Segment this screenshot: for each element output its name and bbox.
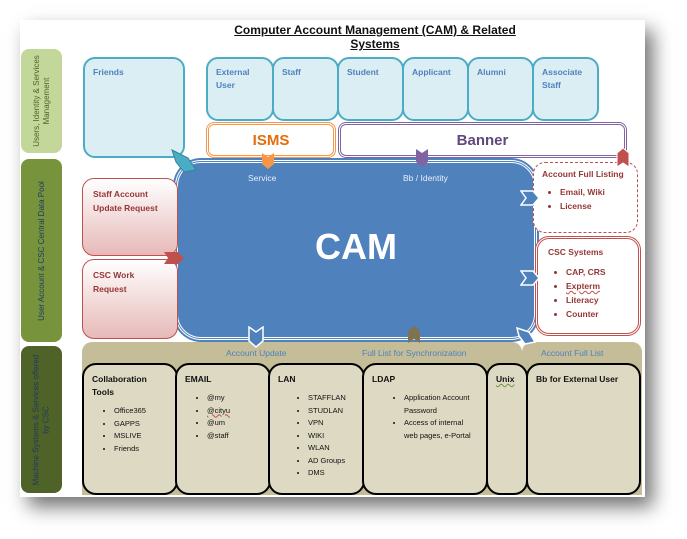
csc-work-request: CSC Work Request [82, 259, 178, 339]
user-applicant: Applicant [402, 57, 469, 121]
list-item: Access of internal web pages, e-Portal [404, 417, 474, 442]
banner-box: Banner [338, 122, 627, 158]
account-update-arrow-icon [248, 326, 264, 348]
list-item: STUDLAN [308, 405, 355, 418]
system-unix: Unix [486, 363, 528, 495]
full-list-sync-label: Full List for Synchronization [362, 348, 467, 358]
user-friends: Friends [83, 57, 185, 158]
cam-to-csc-arrow-icon [520, 270, 540, 286]
list-item: License [560, 199, 629, 213]
list-item: Application Account Password [404, 392, 474, 417]
request-label: Staff Account [93, 189, 148, 199]
friends-to-cam-arrow-icon [171, 149, 197, 173]
band-user-account-pool: User Account & CSC Central Data Pool [21, 159, 62, 342]
list-item: @staff [207, 430, 261, 443]
identity-label: Bb / Identity [403, 173, 448, 183]
band-label: by CSC [41, 405, 51, 434]
system-lan: LAN STAFFLAN STUDLAN VPN WIKI WLAN AD Gr… [268, 363, 365, 495]
list-item: WLAN [308, 442, 355, 455]
diagram-page: Computer Account Management (CAM) & Rela… [20, 20, 645, 497]
cam-to-full-list-arrow-icon [515, 326, 537, 345]
system-items: Application Account Password Access of i… [372, 392, 474, 442]
cam-label: CAM [315, 226, 397, 267]
cam-to-listing-arrow-icon [520, 190, 540, 206]
sync-up-arrow-icon [408, 326, 420, 343]
system-items: Office365 GAPPS MSLIVE Friends [92, 405, 168, 455]
user-alumni: Alumni [467, 57, 534, 121]
listing-up-arrow-icon [616, 148, 630, 168]
band-label: Machine Systems & Services offered [31, 354, 41, 485]
band-label: Management [41, 77, 51, 125]
list-item: @um [207, 417, 261, 430]
list-item: @my [207, 392, 261, 405]
band-label: User Account & CSC Central Data Pool [36, 180, 46, 321]
system-bb-external-user: Bb for External User [526, 363, 641, 495]
user-friends-label: Friends [93, 67, 124, 77]
user-student: Student [337, 57, 404, 121]
banner-label: Banner [456, 131, 509, 149]
system-ldap: LDAP Application Account Password Access… [362, 363, 488, 495]
system-title: Collaboration [92, 374, 147, 384]
isms-down-arrow-icon [262, 153, 274, 169]
list-item: Counter [566, 307, 628, 321]
list-item: STAFFLAN [308, 392, 355, 405]
account-full-listing-list: Email, Wiki License [542, 185, 629, 213]
request-to-cam-arrow-icon [164, 252, 184, 264]
list-item: WIKI [308, 430, 355, 443]
list-item: Literacy [566, 293, 628, 307]
csc-systems-title: CSC Systems [548, 247, 604, 257]
list-item: @cityu [207, 405, 261, 418]
isms-box: ISMS [206, 122, 336, 158]
user-type-label: Staff [282, 67, 301, 77]
list-item: Office365 [114, 405, 168, 418]
account-full-listing-title: Account Full Listing [542, 169, 624, 179]
user-staff: Staff [272, 57, 339, 121]
user-type-label: Staff [542, 80, 561, 90]
list-item: AD Groups [308, 455, 355, 468]
diagram-title: Computer Account Management (CAM) & Rela… [234, 23, 516, 51]
account-update-label: Account Update [226, 348, 287, 358]
request-label: Update Request [93, 203, 158, 213]
request-label: CSC Work Request [93, 270, 135, 294]
cam-box: Service Bb / Identity CAM [175, 160, 537, 340]
user-type-label: User [216, 80, 235, 90]
system-title: Unix [496, 374, 515, 384]
account-full-list-label: Account Full List [541, 348, 604, 358]
isms-label: ISMS [252, 131, 290, 149]
service-label: Service [248, 173, 277, 183]
system-title: EMAIL [185, 374, 212, 384]
csc-systems-box: CSC Systems CAP, CRS Expterm Literacy Co… [535, 236, 641, 336]
list-item: Email, Wiki [560, 185, 629, 199]
list-item: Expterm [566, 279, 628, 293]
system-title: Tools [92, 387, 115, 397]
system-title: Bb for External User [536, 374, 619, 384]
system-title: LDAP [372, 374, 396, 384]
list-item: DMS [308, 467, 355, 480]
list-item: CAP, CRS [566, 265, 628, 279]
user-type-label: Alumni [477, 67, 506, 77]
list-item: GAPPS [114, 418, 168, 431]
account-full-listing-box: Account Full Listing Email, Wiki License [533, 162, 638, 233]
system-title: LAN [278, 374, 296, 384]
user-type-label: Applicant [412, 67, 451, 77]
list-item: MSLIVE [114, 430, 168, 443]
csc-systems-list: CAP, CRS Expterm Literacy Counter [548, 265, 628, 321]
system-items: STAFFLAN STUDLAN VPN WIKI WLAN AD Groups… [278, 392, 355, 480]
user-type-label: Associate [542, 67, 583, 77]
banner-down-arrow-icon [416, 149, 428, 167]
system-items: @my @cityu @um @staff [185, 392, 261, 442]
system-email: EMAIL @my @cityu @um @staff [175, 363, 271, 495]
list-item: VPN [308, 417, 355, 430]
band-label: Users, Identity & Services [31, 55, 41, 147]
user-type-label: External [216, 67, 250, 77]
user-type-label: Student [347, 67, 379, 77]
list-item: Friends [114, 443, 168, 456]
